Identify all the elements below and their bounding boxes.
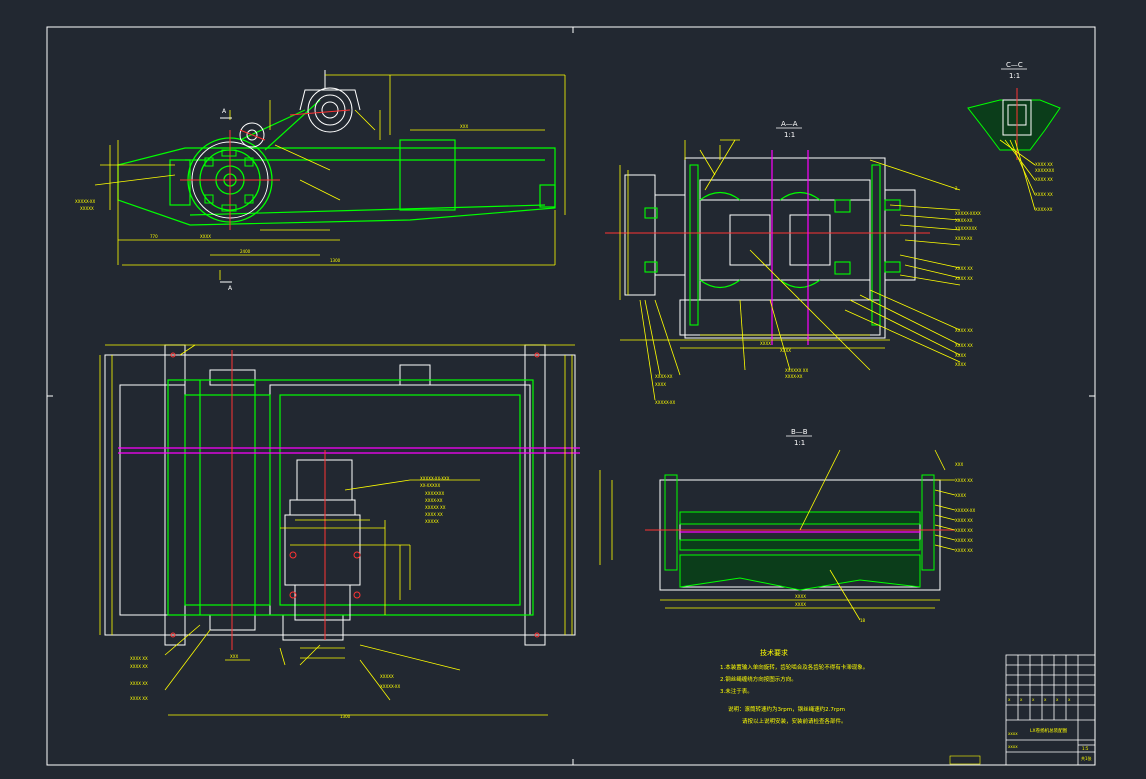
svg-text:XXXX XX: XXXX XX (130, 664, 148, 669)
svg-text:XXXXXXX: XXXXXXX (425, 491, 444, 496)
svg-text:XXXX XX: XXXX XX (955, 276, 973, 281)
svg-text:XXXX XX: XXXX XX (1035, 162, 1053, 167)
svg-text:XXXXX: XXXXX (425, 519, 439, 524)
svg-text:XXXX XX: XXXX XX (955, 518, 973, 523)
cut-a-top-label: A (222, 108, 227, 115)
technical-notes-heading: 技术要求 (760, 648, 788, 657)
section-aa-view: A—A 1:1 (605, 120, 981, 405)
svg-text:XXXX XX: XXXX XX (130, 656, 148, 661)
svg-text:XXXXX-XX: XXXXX-XX (655, 400, 675, 405)
svg-text:X: X (1068, 698, 1071, 702)
svg-text:2400: 2400 (240, 249, 251, 254)
svg-text:X: X (1020, 698, 1023, 702)
svg-text:XXXXXXXX: XXXXXXXX (955, 226, 977, 231)
section-cc-view: C—C 1:1 XXXX XX XXXXXXX XXXX XX XXXX XX … (967, 61, 1061, 212)
svg-text:XXXX-XX: XXXX-XX (655, 374, 673, 379)
svg-text:XXXX XX: XXXX XX (955, 266, 973, 271)
svg-text:XXXX: XXXX (955, 353, 966, 358)
svg-text:XXXX: XXXX (1008, 732, 1018, 736)
svg-text:XXXX XX: XXXX XX (955, 548, 973, 553)
svg-text:XXXX: XXXX (795, 602, 806, 607)
svg-text:XXX: XXX (230, 654, 238, 659)
svg-text:XXXX XX: XXXX XX (130, 696, 148, 701)
svg-text:XXXX-XX: XXXX-XX (955, 218, 973, 223)
svg-text:XXXXX: XXXXX (80, 206, 94, 211)
technical-note-5: 请按以上说明安装，安装前请检查各部件。 (742, 717, 847, 725)
svg-text:XXXX: XXXX (955, 362, 966, 367)
svg-text:XXX: XXX (955, 462, 963, 467)
svg-text:2: 2 (955, 186, 958, 191)
svg-text:XXX: XXX (460, 124, 468, 129)
technical-note-2: 2.钢丝绳缠绕方向按图示方向。 (720, 675, 797, 683)
title-block-drawing-name: LX卷扬机总装配图 (1030, 727, 1068, 734)
svg-text:XXXX XX: XXXX XX (955, 328, 973, 333)
svg-text:XXXXX-XX: XXXXX-XX (955, 508, 975, 513)
svg-text:XXXX XX: XXXX XX (130, 681, 148, 686)
drawing-stamp (949, 755, 981, 765)
svg-text:XXXX-XX: XXXX-XX (785, 374, 803, 379)
svg-text:XXXXX-XX: XXXXX-XX (380, 684, 400, 689)
svg-text:XXXX: XXXX (780, 348, 791, 353)
title-block-sheet: 共1张 (1081, 755, 1092, 761)
svg-text:1300: 1300 (340, 714, 351, 719)
cut-a-bottom-label: A (228, 285, 233, 292)
svg-text:X: X (1032, 698, 1035, 702)
svg-text:XXXX XX: XXXX XX (955, 343, 973, 348)
svg-text:XXXXX-XXXX: XXXXX-XXXX (955, 211, 981, 216)
svg-text:XXXX: XXXX (795, 594, 806, 599)
svg-text:XXXX XX: XXXX XX (955, 478, 973, 483)
svg-text:XXXX XX: XXXX XX (955, 528, 973, 533)
svg-text:X: X (1044, 698, 1047, 702)
section-aa-title: A—A (781, 120, 798, 128)
front-view: XXXXX-XX XXXXX 770 XXXX 2400 1300 XXX A … (75, 70, 566, 292)
svg-text:X: X (1008, 698, 1011, 702)
section-bb-view: B—B 1:1 (599, 428, 975, 623)
section-bb-scale: 1:1 (794, 439, 805, 447)
svg-text:X: X (1056, 698, 1059, 702)
technical-note-4: 说明：滚筒转速约为3rpm，钢丝绳速约2.7rpm (728, 705, 845, 713)
svg-text:XXXX: XXXX (200, 234, 211, 239)
svg-text:18: 18 (860, 618, 866, 623)
svg-text:XXXX-XX: XXXX-XX (955, 236, 973, 241)
svg-text:XXXX-XX: XXXX-XX (425, 498, 443, 503)
section-cc-title: C—C (1006, 61, 1023, 69)
svg-text:770: 770 (150, 234, 158, 239)
svg-text:XXXX-XX: XXXX-XX (1035, 207, 1053, 212)
svg-text:XXXXX: XXXXX (380, 674, 394, 679)
svg-text:XXXX XX: XXXX XX (955, 538, 973, 543)
technical-note-3: 3.未注于表。 (720, 687, 753, 695)
svg-text:XXXXX-XX: XXXXX-XX (75, 199, 95, 204)
svg-text:XXXX: XXXX (955, 493, 966, 498)
svg-text:XXXX: XXXX (655, 382, 666, 387)
svg-text:XXXX: XXXX (760, 341, 771, 346)
svg-text:XXXX XX: XXXX XX (1035, 177, 1053, 182)
svg-text:XXXX XX: XXXX XX (1035, 192, 1053, 197)
section-aa-scale: 1:1 (784, 131, 795, 139)
drawing-border (46, 26, 1096, 766)
section-cc-scale: 1:1 (1009, 72, 1020, 80)
svg-text:XXXXXXX: XXXXXXX (1035, 168, 1054, 173)
svg-text:XXXX XX: XXXX XX (425, 512, 443, 517)
svg-text:XX-XXXXX: XX-XXXXX (420, 483, 440, 488)
svg-text:XXXXX XX: XXXXX XX (425, 505, 446, 510)
svg-text:XXXX: XXXX (1008, 745, 1018, 749)
title-block: LX卷扬机总装配图 1:5 共1张 X X X X X X XXXX XXXX (1005, 654, 1096, 766)
technical-notes: 技术要求 1.本装置输入单向旋转，齿轮啮合及各齿轮不得有卡滞现象。 2.钢丝绳缠… (720, 648, 868, 725)
svg-text:XXXXXX XX: XXXXXX XX (785, 368, 808, 373)
svg-text:1300: 1300 (330, 258, 341, 263)
title-block-scale: 1:5 (1082, 746, 1089, 751)
plan-view: XXXXX-XX-XXX XX-XXXXX XXXXXXX XXXX-XX XX… (99, 344, 580, 719)
technical-note-1: 1.本装置输入单向旋转，齿轮啮合及各齿轮不得有卡滞现象。 (720, 663, 868, 671)
svg-text:XXXXX-XX-XXX: XXXXX-XX-XXX (420, 476, 450, 481)
section-bb-title: B—B (791, 428, 808, 436)
